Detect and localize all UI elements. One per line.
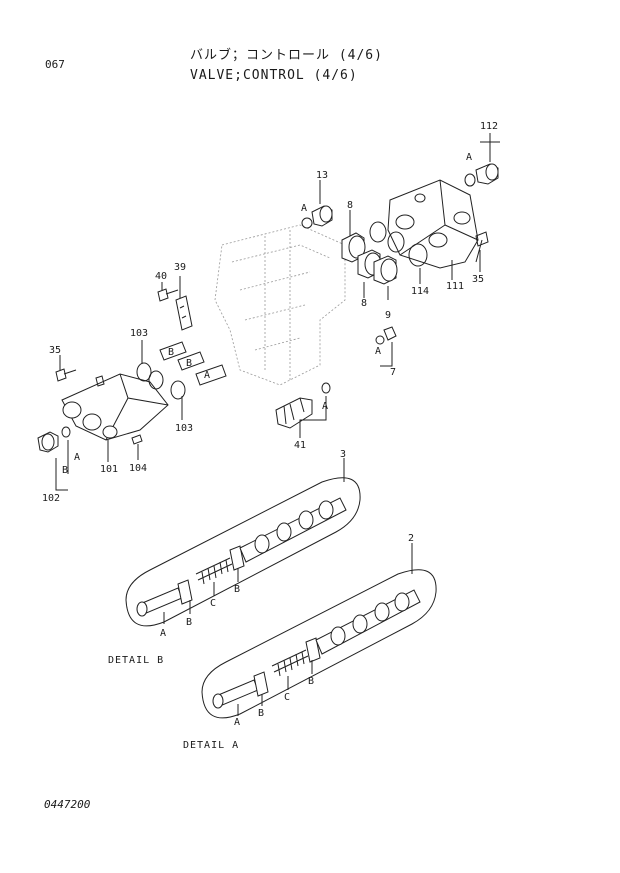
title-japanese: バルブ；コントロール (4/6) [190,48,383,63]
bolt-35-left [55,368,77,382]
plug-7 [375,326,397,345]
page-number: 067 [45,58,65,71]
valve-body-outline [214,224,346,386]
callout-b-spring-2: B [186,358,193,369]
caps-8-9 [341,221,428,285]
plug-102 [37,426,71,453]
callout-2: 2 [408,533,415,544]
callout-111: 111 [446,281,465,292]
callout-114: 114 [411,286,430,297]
callout-104: 104 [129,463,148,474]
detail-a-label-c: C [284,692,291,703]
drawing-number: 0447200 [44,798,91,811]
callout-40: 40 [155,271,168,282]
bolt-40 [157,288,179,302]
callout-101: 101 [100,464,119,475]
pin-104 [131,434,143,445]
callout-a-7: A [375,346,382,357]
callout-3: 3 [340,449,347,460]
callout-a-spring: A [204,370,211,381]
detail-b-spool-3 [125,458,361,627]
callout-b-spring-1: B [168,347,175,358]
detail-a-spool-2 [201,543,437,719]
relief-valve-41 [275,382,331,429]
title-english: VALVE;CONTROL (4/6) [190,68,358,83]
right-cover-block [387,179,479,269]
callout-112: 112 [480,121,499,132]
callout-a-13: A [301,203,308,214]
detail-a-label-b2: B [308,676,315,687]
callout-35-right: 35 [472,274,485,285]
left-cover-101 [61,373,169,441]
detail-b-label-b2: B [234,584,241,595]
leader-lines [55,133,500,491]
plate-39 [175,295,193,331]
plug-13 [301,205,333,229]
detail-b-label-c: C [210,598,217,609]
detail-a-label-a: A [234,717,241,728]
bolt-35-right [475,231,489,263]
callout-13: 13 [316,170,329,181]
callout-b-102: B [62,465,69,476]
detail-a-caption: DETAIL A [183,740,240,751]
plug-112 [464,163,499,187]
callout-a-102: A [74,452,81,463]
callout-35-left: 35 [49,345,62,356]
callout-7: 7 [390,367,397,378]
detail-b-label-b1: B [186,617,193,628]
callout-8-lower: 8 [361,298,368,309]
detail-b-label-a: A [160,628,167,639]
callout-39: 39 [174,262,187,273]
detail-a-label-b1: B [258,708,265,719]
callout-41: 41 [294,440,307,451]
callout-a-41: A [322,401,329,412]
callout-8-upper: 8 [347,200,354,211]
detail-b-caption: DETAIL B [108,655,165,666]
callout-a-112: A [466,152,473,163]
callout-103-lower: 103 [175,423,194,434]
callout-9: 9 [385,310,392,321]
callout-103-upper: 103 [130,328,149,339]
orings-springs [136,341,227,400]
callout-102: 102 [42,493,61,504]
